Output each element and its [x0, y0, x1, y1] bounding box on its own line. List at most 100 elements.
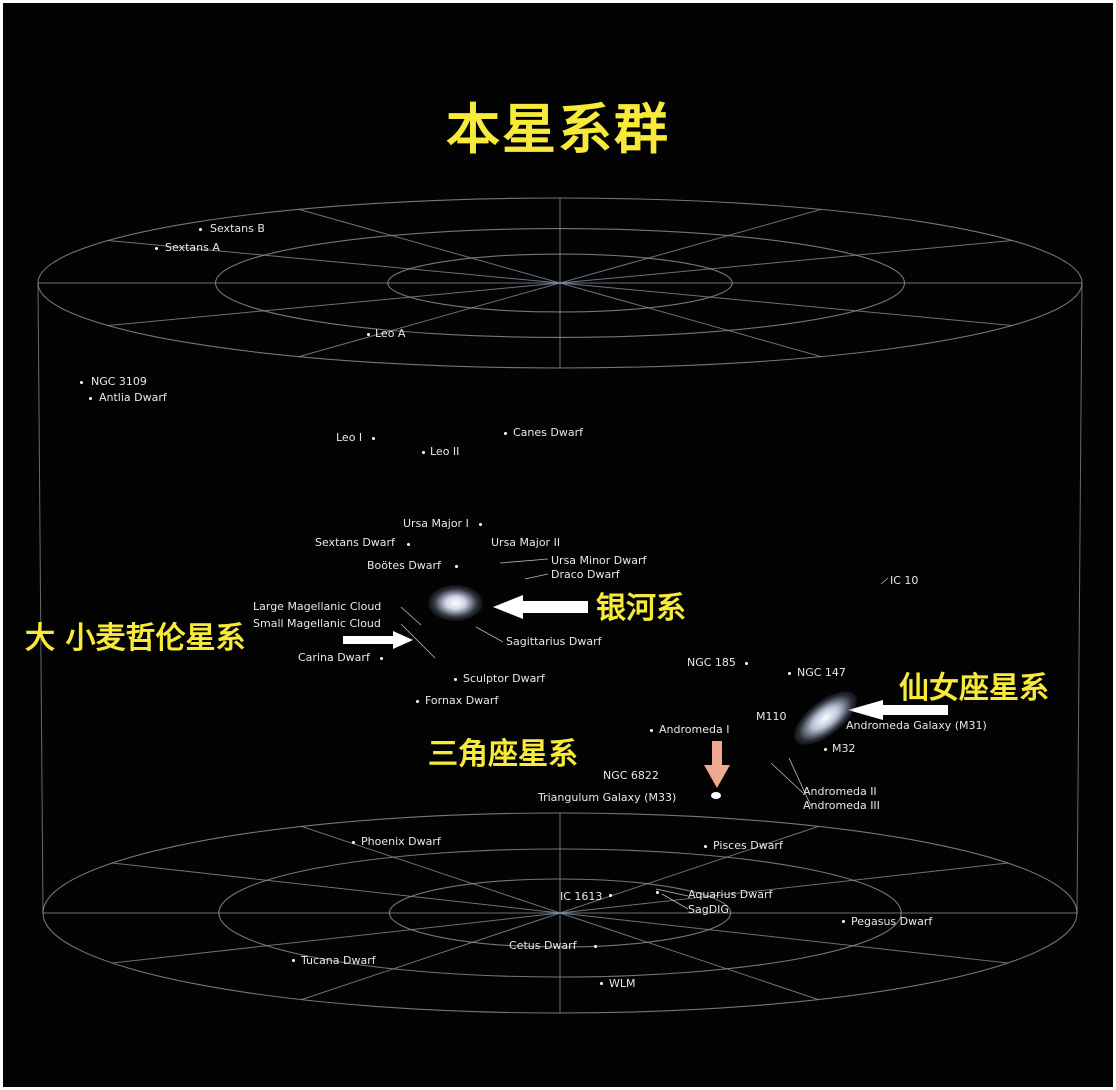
label-aquarius-dwarf: Aquarius Dwarf: [688, 888, 773, 901]
galaxy-dot: [504, 432, 507, 435]
label-ic-10: IC 10: [890, 574, 919, 587]
label-large-magellanic-cloud: Large Magellanic Cloud: [253, 600, 382, 613]
label-ngc-147: NGC 147: [797, 666, 846, 679]
label-leo-ii: Leo II: [430, 445, 460, 458]
galaxy-dot: [407, 543, 410, 546]
label-carina-dwarf: Carina Dwarf: [298, 651, 370, 664]
label-phoenix-dwarf: Phoenix Dwarf: [361, 835, 441, 848]
galaxy-dot: [788, 672, 791, 675]
label-ngc-6822: NGC 6822: [603, 769, 659, 782]
annotation-andromeda: 仙女座星系: [899, 671, 1049, 706]
galaxy-dot: [479, 523, 482, 526]
cylinder-grid: [37, 197, 1083, 1014]
label-m32: M32: [832, 742, 856, 755]
label-ursa-major-ii: Ursa Major II: [491, 536, 561, 549]
bottom-disc-spoke: [559, 862, 1008, 914]
annotation-triangulum: 三角座星系: [428, 737, 578, 772]
galaxy-dot: [455, 565, 458, 568]
arrow-milky-way: [493, 595, 588, 619]
label-triangulum-galaxy-m33: Triangulum Galaxy (M33): [538, 791, 677, 804]
galaxy-dot: [380, 657, 383, 660]
arrow-andromeda: [848, 700, 948, 720]
label-andromeda-i: Andromeda I: [659, 723, 730, 736]
galaxy-dot: [594, 945, 597, 948]
label-canes-dwarf: Canes Dwarf: [513, 426, 583, 439]
galaxy-dot: [292, 959, 295, 962]
arrow-triangulum: [704, 741, 730, 788]
label-ursa-major-i: Ursa Major I: [403, 517, 469, 530]
label-sculptor-dwarf: Sculptor Dwarf: [463, 672, 545, 685]
label-sagittarius-dwarf: Sagittarius Dwarf: [506, 635, 602, 648]
label-m110: M110: [756, 710, 787, 723]
leader-line: [400, 623, 436, 659]
leader-line: [400, 606, 422, 626]
bottom-disc-spoke: [301, 912, 561, 1001]
label-small-magellanic-cloud: Small Magellanic Cloud: [253, 617, 381, 630]
leader-line: [499, 558, 549, 564]
label-sagdig: SagDIG: [688, 903, 729, 916]
bottom-disc-spoke: [112, 862, 561, 914]
label-sextans-b: Sextans B: [210, 222, 265, 235]
bottom-disc-spoke: [559, 825, 819, 914]
bottom-disc-spoke: [112, 912, 561, 964]
label-ursa-minor-dwarf: Ursa Minor Dwarf: [551, 554, 647, 567]
top-disc-spoke: [298, 208, 561, 284]
galaxy-dot: [704, 845, 707, 848]
galaxy-dot: [600, 982, 603, 985]
diagram-title: 本星系群: [446, 98, 670, 161]
label-ngc-3109: NGC 3109: [91, 375, 147, 388]
label-ic-1613: IC 1613: [560, 890, 603, 903]
leader-line: [655, 888, 689, 897]
cylinder-edge-right: [1076, 282, 1083, 914]
label-pisces-dwarf: Pisces Dwarf: [713, 839, 783, 852]
leader-line: [770, 762, 804, 794]
cylinder-edge-left: [37, 282, 44, 914]
bottom-disc-spoke: [301, 825, 561, 914]
galaxy-dot: [422, 451, 425, 454]
galaxy-dot: [842, 920, 845, 923]
top-disc-spoke: [107, 282, 561, 326]
top-disc-spoke: [559, 240, 1013, 284]
label-fornax-dwarf: Fornax Dwarf: [425, 694, 499, 707]
label-draco-dwarf: Draco Dwarf: [551, 568, 620, 581]
galaxy-dot: [352, 841, 355, 844]
top-disc-spoke: [559, 282, 822, 358]
milky-way-galaxy: [428, 585, 483, 621]
galaxy-dot: [454, 678, 457, 681]
label-cetus-dwarf: Cetus Dwarf: [509, 939, 577, 952]
label-andromeda-ii: Andromeda II: [803, 785, 877, 798]
label-sextans-a: Sextans A: [165, 241, 220, 254]
galaxy-dot: [372, 437, 375, 440]
galaxy-dot: [89, 397, 92, 400]
galaxy-dot: [824, 748, 827, 751]
galaxy-dot: [367, 333, 370, 336]
galaxy-dot: [609, 894, 612, 897]
galaxy-dot: [155, 247, 158, 250]
bottom-disc-spoke: [559, 912, 819, 1001]
galaxy-dot: [416, 700, 419, 703]
leader-line: [880, 577, 889, 585]
label-antlia-dwarf: Antlia Dwarf: [99, 391, 167, 404]
galaxy-dot: [745, 662, 748, 665]
label-andromeda-iii: Andromeda III: [803, 799, 880, 812]
label-leo-a: Leo A: [375, 327, 406, 340]
leader-line: [788, 757, 812, 807]
top-disc-spoke: [298, 282, 561, 358]
top-disc-spoke: [559, 282, 1013, 326]
label-sextans-dwarf: Sextans Dwarf: [315, 536, 395, 549]
label-bootes-dwarf: Boötes Dwarf: [367, 559, 441, 572]
leader-line: [475, 626, 504, 643]
label-pegasus-dwarf: Pegasus Dwarf: [851, 915, 933, 928]
galaxy-dot: [650, 729, 653, 732]
label-tucana-dwarf: Tucana Dwarf: [301, 954, 376, 967]
label-ngc-185: NGC 185: [687, 656, 736, 669]
top-disc-spoke: [559, 208, 822, 284]
annotation-milky-way: 银河系: [596, 591, 686, 626]
galaxy-dot: [80, 381, 83, 384]
label-wlm: WLM: [609, 977, 636, 990]
leader-line: [661, 893, 689, 910]
bottom-disc-spoke: [559, 912, 1008, 964]
galaxy-dot: [656, 891, 659, 894]
leader-line: [524, 573, 549, 580]
annotation-magellanic-clouds: 大 小麦哲伦星系: [25, 621, 246, 656]
